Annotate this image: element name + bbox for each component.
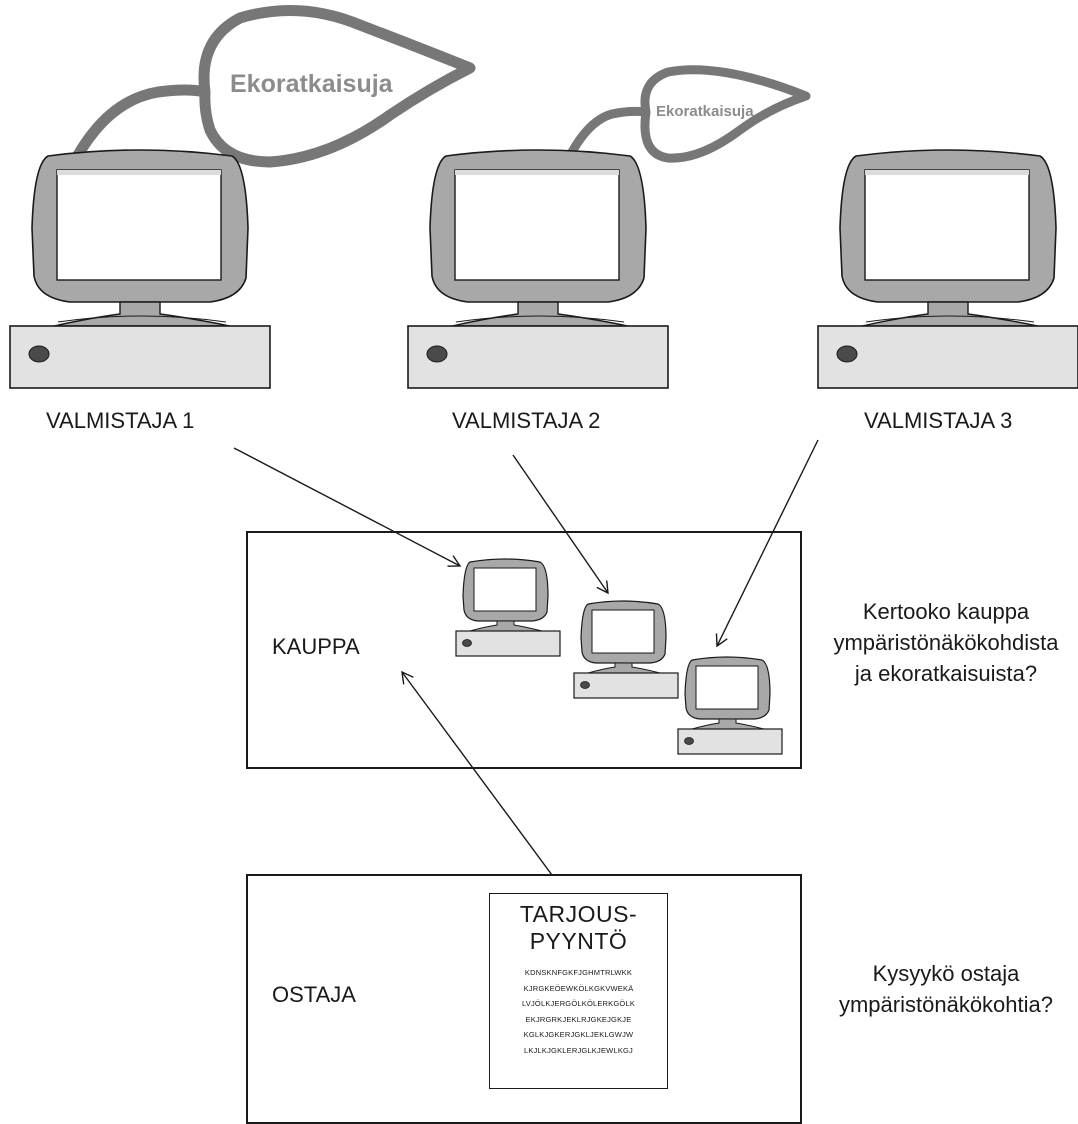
store-question: Kertooko kauppa ympäristönäkökohdista ja…: [826, 596, 1066, 689]
document-title-line: PYYNTÖ: [529, 928, 628, 954]
store-label: KAUPPA: [272, 634, 360, 659]
buyer-question-line: ympäristönäkökohtia?: [838, 992, 1053, 1017]
document-text-line: LVJÖLKJERGÖLKÖLERKGÖLK: [521, 999, 636, 1008]
bubble-1-text: Ekoratkaisuja: [230, 70, 394, 98]
document-title-line: TARJOUS-: [519, 901, 638, 927]
manufacturer-1-computer: [9, 149, 271, 389]
store-box: [246, 531, 802, 769]
document-text-line: LKJLKJGKLERJGLKJEWLKGJ: [523, 1045, 634, 1055]
buyer-question: Kysyykö ostaja ympäristönäkökohtia?: [818, 958, 1074, 1020]
document-text-line: KDNSKNFGKFJGHMTRLWKK: [524, 968, 633, 977]
buyer-label: OSTAJA: [272, 982, 356, 1007]
document-title: TARJOUS- PYYNTÖ: [490, 901, 667, 955]
eco-solutions-bubble-2: Ekoratkaisuja: [567, 65, 811, 163]
manufacturer-2-computer: [407, 149, 669, 389]
document-text-line: EKJRGRKJEKLRJGKEJGKJE: [525, 1014, 632, 1024]
arrow-manufacturer-1-to-store: [233, 447, 462, 567]
document-body: KDNSKNFGKFJGHMTRLWKK KJRGKEÖEWKÖLKGKVWEK…: [490, 965, 667, 1058]
manufacturer-1-label: VALMISTAJA 1: [46, 408, 195, 433]
bubble-2-text: Ekoratkaisuja: [656, 103, 754, 120]
store-question-line: ympäristönäkökohdista: [833, 630, 1059, 655]
manufacturer-2-label: VALMISTAJA 2: [452, 408, 601, 433]
manufacturer-3-computer: [817, 149, 1078, 389]
manufacturer-3-label: VALMISTAJA 3: [864, 408, 1013, 433]
store-question-line: ja ekoratkaisuista?: [854, 661, 1038, 686]
arrow-manufacturer-3-to-store: [715, 439, 819, 648]
request-for-quotation-document: TARJOUS- PYYNTÖ KDNSKNFGKFJGHMTRLWKK KJR…: [489, 893, 668, 1089]
eco-solutions-bubble-1: Ekoratkaisuja: [72, 4, 476, 168]
document-text-line: KGLKJGKERJGKLJEKLGWJW: [523, 1030, 634, 1039]
document-text-line: KJRGKEÖEWKÖLKGKVWEKÄ: [523, 983, 634, 993]
arrow-buyer-to-store: [401, 670, 567, 895]
arrow-manufacturer-2-to-store: [512, 454, 609, 595]
store-question-line: Kertooko kauppa: [862, 599, 1030, 624]
buyer-question-line: Kysyykö ostaja: [872, 961, 1020, 986]
